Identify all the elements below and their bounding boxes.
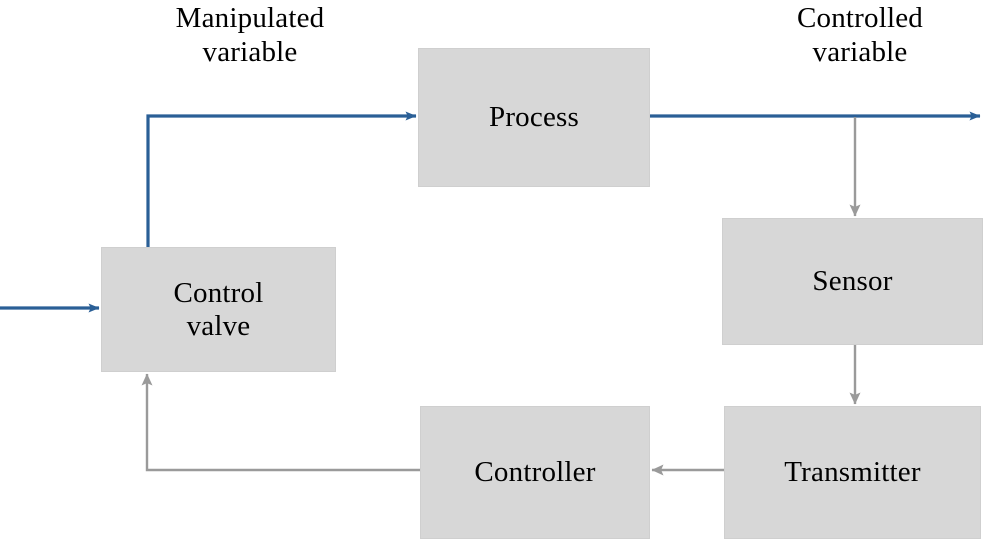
label-controlled-variable: Controlled variable xyxy=(796,2,924,68)
label-manipulated-variable: Manipulated variable xyxy=(175,2,325,68)
block-transmitter[interactable]: Transmitter xyxy=(724,406,981,539)
block-controller[interactable]: Controller xyxy=(420,406,650,539)
block-process[interactable]: Process xyxy=(418,48,650,187)
block-control-valve-label: Control valve xyxy=(173,277,264,342)
block-sensor[interactable]: Sensor xyxy=(722,218,983,345)
block-process-label: Process xyxy=(488,101,579,134)
block-transmitter-label: Transmitter xyxy=(784,456,921,489)
block-sensor-label: Sensor xyxy=(812,265,893,298)
connector-manipulated-variable xyxy=(146,111,417,247)
connector-controller-to-control-valve xyxy=(141,373,420,472)
block-controller-label: Controller xyxy=(474,456,596,489)
block-control-valve[interactable]: Control valve xyxy=(101,247,336,372)
